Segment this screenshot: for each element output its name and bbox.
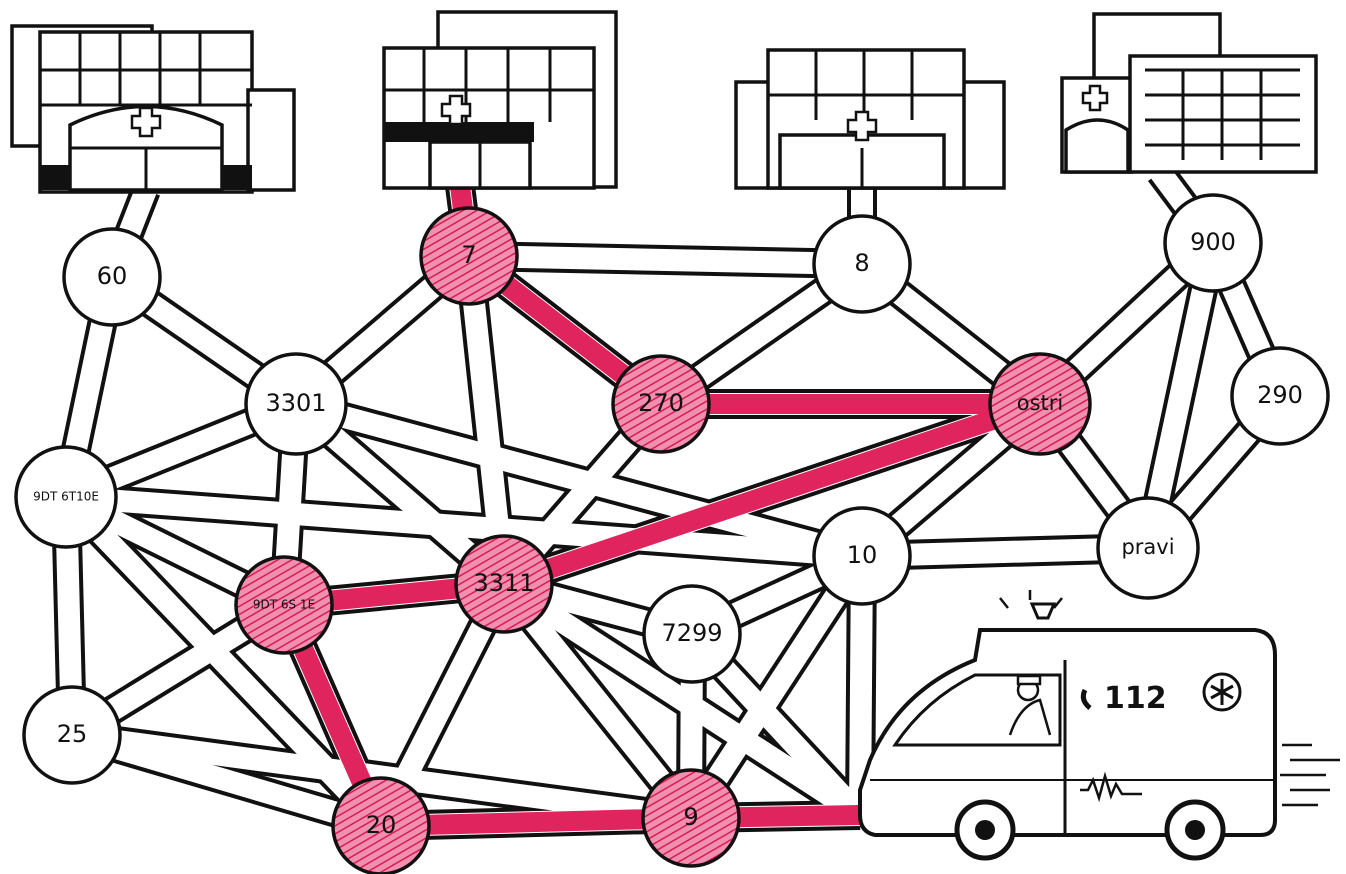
- node-label: 20: [366, 811, 397, 839]
- node-label: ostri: [1017, 391, 1064, 415]
- node-label: 10: [847, 541, 878, 569]
- node-circle: [1230, 346, 1330, 446]
- node-label: 290: [1257, 381, 1303, 409]
- node-n25: 25: [22, 685, 122, 785]
- hospital-building-2: [382, 10, 618, 190]
- node-label: 8: [854, 249, 869, 277]
- node-n7299: 7299: [642, 584, 742, 684]
- node-n7: 7: [419, 206, 519, 306]
- road-n7-n8: [458, 245, 873, 275]
- node-n8: 8: [812, 214, 912, 314]
- node-label: 25: [57, 720, 88, 748]
- node-circle: [1096, 496, 1200, 600]
- road-n9dt6t10e-n10: [55, 486, 873, 567]
- node-n9dt6t10e: 9DT 6T10E: [14, 445, 118, 549]
- node-circle: [642, 584, 742, 684]
- road-n10-n9: [680, 545, 873, 829]
- hospital-building-3: [734, 48, 1006, 190]
- node-circle: [454, 534, 554, 634]
- node-n3311: 3311: [454, 534, 554, 634]
- node-circle: [14, 445, 118, 549]
- node-n10: 10: [812, 506, 912, 606]
- cross-icon: [1081, 84, 1109, 112]
- node-circle: [419, 206, 519, 306]
- cross-icon: [846, 110, 878, 142]
- node-label: 60: [97, 262, 128, 290]
- node-label: 900: [1190, 228, 1236, 256]
- node-n20: 20: [331, 776, 431, 874]
- node-circle: [812, 506, 912, 606]
- hospital-building-4: [1060, 12, 1318, 174]
- node-circle: [244, 352, 348, 456]
- node-n3301: 3301: [244, 352, 348, 456]
- node-circle: [641, 768, 741, 868]
- node-npravi: pravi: [1096, 496, 1200, 600]
- road-n3301-n10: [285, 393, 873, 567]
- node-label: 3301: [265, 389, 326, 417]
- node-label: 3311: [473, 569, 534, 597]
- node-circle: [331, 776, 431, 874]
- node-nostri: ostri: [988, 352, 1092, 456]
- node-label: 9DT 6S 1E: [253, 598, 315, 612]
- node-n9: 9: [641, 768, 741, 868]
- node-circle: [62, 227, 162, 327]
- route-nostri-n3311: [494, 394, 1050, 594]
- node-label: 9: [683, 803, 698, 831]
- ambulance-number: 112: [1104, 681, 1167, 716]
- node-circle: [988, 352, 1092, 456]
- node-circle: [812, 214, 912, 314]
- node-circle: [611, 354, 711, 454]
- cross-icon: [130, 106, 162, 138]
- nodes: 60 7 8 900 3301 270 ostri 290 9DT 6T10E 10 pravi 9D…: [14, 193, 1330, 874]
- node-circle: [1163, 193, 1263, 293]
- node-circle: [234, 555, 334, 655]
- road-n900-npravi: [1137, 232, 1224, 559]
- node-n900: 900: [1163, 193, 1263, 293]
- cross-icon: [440, 94, 472, 126]
- road-n3311-n9: [493, 573, 702, 829]
- node-label: pravi: [1121, 535, 1174, 559]
- hospital-building-1: [10, 24, 296, 194]
- route-n20-n9: [371, 808, 701, 836]
- ambulance: 112: [858, 590, 1340, 861]
- node-n9dt6s1e: 9DT 6S 1E: [234, 555, 334, 655]
- node-circle: [22, 685, 122, 785]
- node-n270: 270: [611, 354, 711, 454]
- node-label: 270: [638, 389, 684, 417]
- node-label: 7299: [661, 619, 722, 647]
- node-n290: 290: [1230, 346, 1330, 446]
- node-label: 9DT 6T10E: [33, 490, 99, 504]
- node-n60: 60: [62, 227, 162, 327]
- node-label: 7: [461, 241, 476, 269]
